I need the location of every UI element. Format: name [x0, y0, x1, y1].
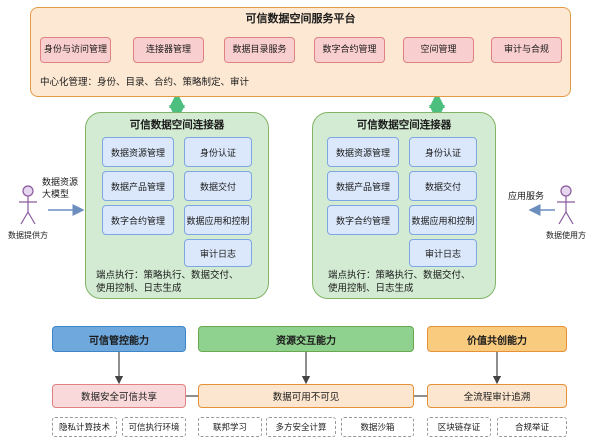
connector-right-note-2: 使用控制、日志生成 [328, 283, 414, 294]
connector-left-data-product[interactable]: 数据产品管理 [102, 171, 174, 201]
connector-left-data-app-control[interactable]: 数据应用和控制 [184, 205, 252, 235]
connector-left-identity-auth[interactable]: 身份认证 [184, 137, 252, 167]
module-data-catalog[interactable]: 数据目录服务 [224, 37, 295, 63]
cap-trusted-control[interactable]: 可信管控能力 [52, 326, 186, 352]
module-audit-compliance[interactable]: 审计与合规 [491, 37, 562, 63]
cap-value-creation[interactable]: 价值共创能力 [427, 326, 567, 352]
connector-right-data-app-control[interactable]: 数据应用和控制 [409, 205, 477, 235]
connector-right-note-1: 端点执行：策略执行、数据交付、 [328, 270, 471, 281]
platform-title: 可信数据空间服务平台 [245, 12, 356, 25]
tag-federated-learning: 联邦学习 [198, 417, 262, 437]
tag-compliance-proof: 合规举证 [497, 417, 567, 437]
platform-note: 中心化管理：身份、目录、合约、策略制定、审计 [40, 77, 250, 88]
provider-actor-icon [19, 185, 37, 225]
tag-privacy-computing: 隐私计算技术 [52, 417, 117, 437]
tag-blockchain: 区块链存证 [427, 417, 491, 437]
connector-left-title: 可信数据空间连接器 [129, 119, 225, 131]
cap-resource-interaction[interactable]: 资源交互能力 [198, 326, 414, 352]
provider-edge-label-1: 数据资源 [42, 178, 79, 188]
connector-left-data-delivery[interactable]: 数据交付 [184, 171, 252, 201]
connector-right-title: 可信数据空间连接器 [356, 119, 452, 131]
provider-label: 数据提供方 [8, 231, 48, 240]
provider-edge-label-2: 大模型 [42, 190, 70, 200]
module-space-management[interactable]: 空间管理 [403, 37, 474, 63]
sub-full-audit: 全流程审计追溯 [427, 384, 567, 408]
connector-right-data-resource[interactable]: 数据资源管理 [327, 137, 399, 167]
module-digital-contract[interactable]: 数字合约管理 [314, 37, 385, 63]
connector-left-note-2: 使用控制、日志生成 [96, 283, 182, 294]
connector-right-data-delivery[interactable]: 数据交付 [409, 171, 477, 201]
tag-mpc: 多方安全计算 [266, 417, 336, 437]
connector-left-audit-log[interactable]: 审计日志 [184, 239, 252, 267]
connector-right-audit-log[interactable]: 审计日志 [409, 239, 477, 267]
sub-secure-sharing: 数据安全可信共享 [52, 384, 186, 408]
consumer-edge-label: 应用服务 [508, 192, 545, 202]
connector-left-digital-contract[interactable]: 数字合约管理 [102, 205, 174, 235]
sub-usable-invisible: 数据可用不可见 [198, 384, 414, 408]
connector-right-data-product[interactable]: 数据产品管理 [327, 171, 399, 201]
connector-right-digital-contract[interactable]: 数字合约管理 [327, 205, 399, 235]
connector-left-data-resource[interactable]: 数据资源管理 [102, 137, 174, 167]
connector-right-identity-auth[interactable]: 身份认证 [409, 137, 477, 167]
consumer-label: 数据使用方 [546, 231, 586, 240]
connector-left-note-1: 端点执行：策略执行、数据交付、 [96, 270, 239, 281]
service-platform [30, 7, 571, 97]
module-identity-access[interactable]: 身份与访问管理 [40, 37, 111, 63]
tag-trusted-execution: 可信执行环境 [122, 417, 186, 437]
module-connector-management[interactable]: 连接器管理 [133, 37, 204, 63]
tag-data-sandbox: 数据沙箱 [341, 417, 414, 437]
consumer-actor-icon [557, 185, 575, 225]
